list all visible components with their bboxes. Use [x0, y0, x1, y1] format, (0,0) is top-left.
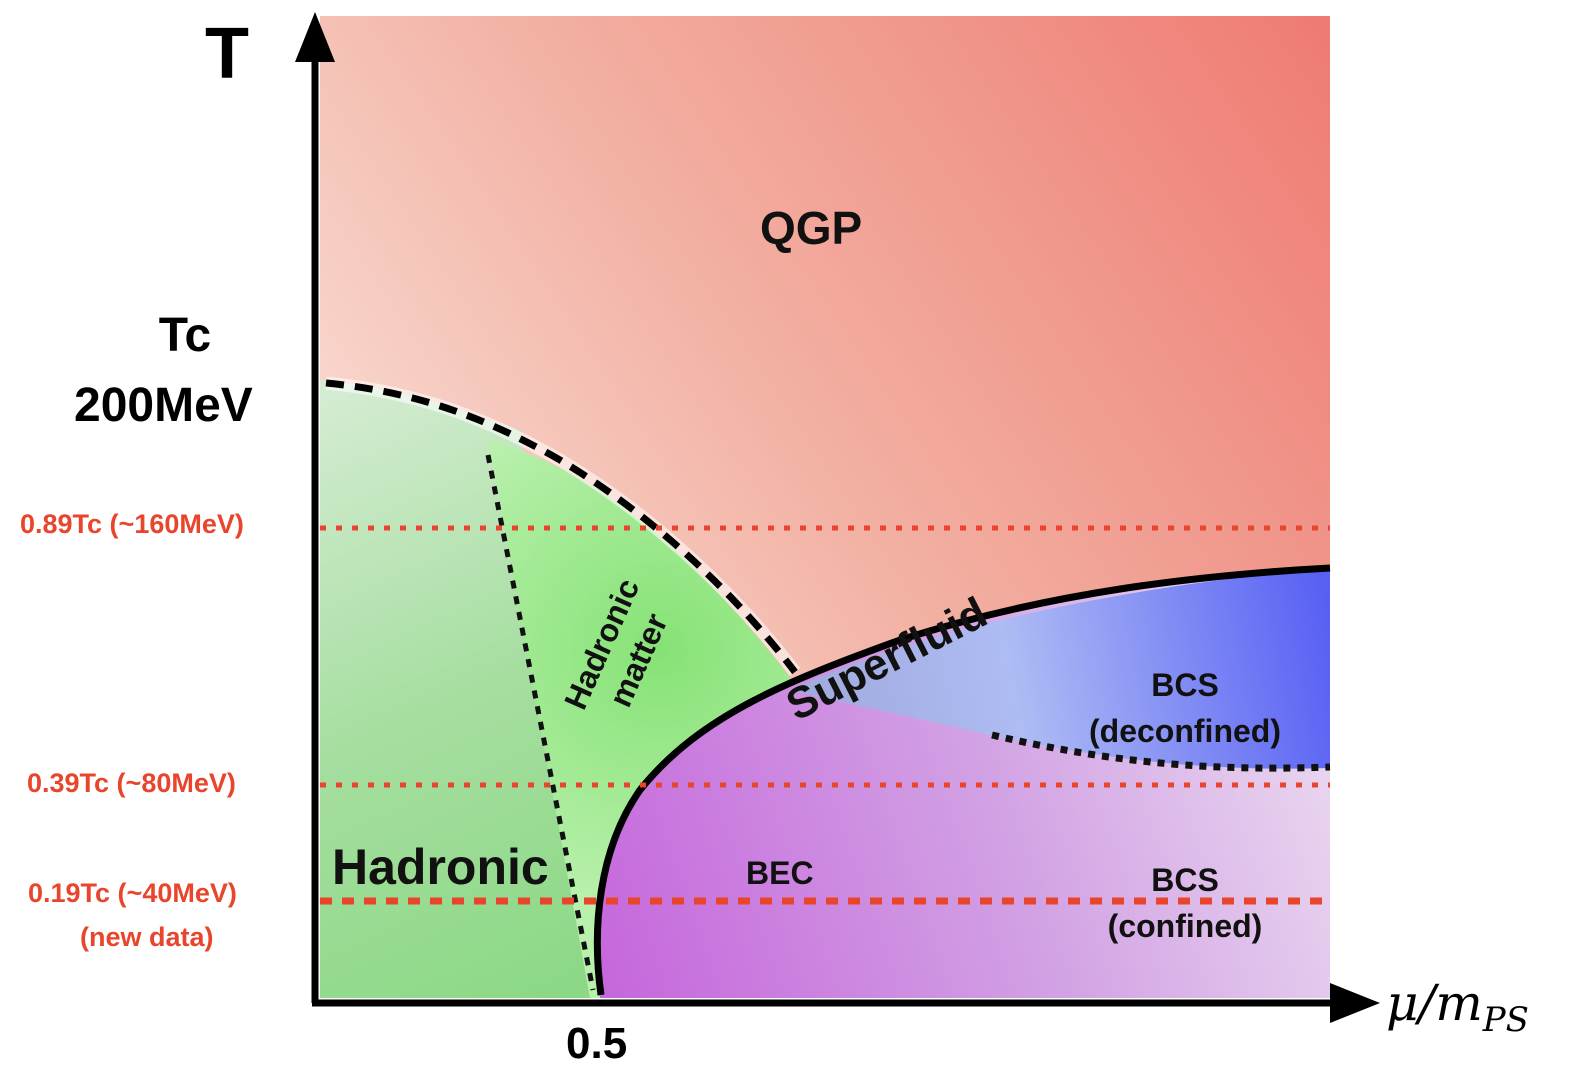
bcs-confined-label-line2: (confined)	[1107, 908, 1263, 945]
deconfinement-boundary	[991, 731, 1331, 772]
superfluid-boundary	[593, 564, 1331, 996]
hadronic-matter-region	[488, 440, 792, 998]
qgp-label: QGP	[760, 202, 863, 254]
crossover-boundary-dashed	[325, 379, 798, 675]
y-axis-label: T	[205, 14, 249, 94]
x-tick-label: 0.5	[566, 1019, 628, 1068]
bcs-deconfined-label-line2: (deconfined)	[1089, 713, 1281, 750]
y-axis-arrow-icon	[295, 12, 335, 62]
hadronic-label: Hadronic	[332, 839, 549, 895]
bcs-deconfined-region	[790, 568, 1330, 769]
bec-label: BEC	[746, 855, 814, 891]
bcs-confined-label: BCS (confined)	[1060, 857, 1310, 950]
x-axis-label: μ/mPS	[1386, 978, 1529, 1037]
hadronic-divider-line	[485, 454, 596, 991]
bcs-confined-label-line1: BCS	[1151, 862, 1219, 898]
x-axis-label-sub: PS	[1482, 1000, 1529, 1040]
temp-note-019tc: (new data)	[80, 922, 214, 952]
x-axis-label-main: μ/m	[1386, 974, 1483, 1032]
bcs-deconfined-label: BCS (deconfined)	[1060, 662, 1310, 755]
bcs-deconfined-label-line1: BCS	[1151, 667, 1219, 703]
temp-label-039tc: 0.39Tc (~80MeV)	[27, 768, 236, 798]
tc-label: Tc	[158, 309, 212, 362]
temp-label-019tc: 0.19Tc (~40MeV)	[28, 878, 237, 908]
x-axis-arrow-icon	[1330, 983, 1380, 1023]
tc-value: 200MeV	[74, 379, 253, 432]
temp-label-089tc: 0.89Tc (~160MeV)	[20, 509, 244, 539]
